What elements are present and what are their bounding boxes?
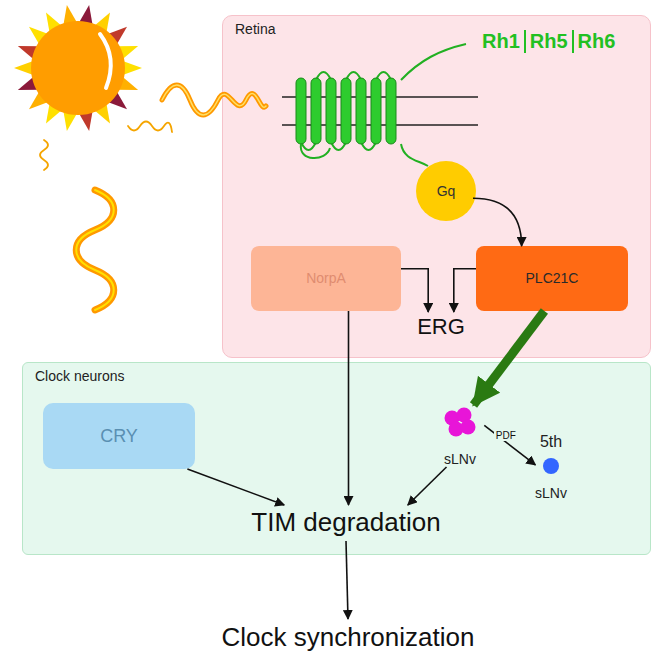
sun-disc	[31, 21, 125, 115]
node-text: Gq	[437, 183, 456, 199]
connector-arrow	[408, 467, 447, 505]
node-text: PLC21C	[526, 270, 579, 286]
node-text: sLNv	[444, 451, 476, 467]
helix	[296, 78, 306, 144]
region-box: Clock neuronsCRY sLNv 5th sLNvTIM degradati…	[22, 362, 651, 555]
neuron-soma	[543, 458, 559, 474]
receptor-tail	[401, 44, 466, 80]
receptor-label: Rh1	[478, 30, 524, 53]
neuron-soma	[461, 420, 476, 435]
helix	[371, 78, 381, 144]
light-wave	[40, 140, 48, 170]
connector-arrow	[454, 269, 476, 312]
connector-arrow	[484, 425, 535, 465]
helix	[311, 78, 321, 144]
connector-arrow	[346, 541, 348, 619]
process-box: NorpA	[251, 246, 401, 311]
node-text: NorpA	[306, 270, 346, 286]
process-text: TIM degradation	[243, 505, 449, 541]
node-text: Clock neurons	[35, 368, 125, 384]
receptor-helices	[296, 72, 396, 150]
receptor-loop	[301, 144, 330, 158]
light-wave	[76, 190, 114, 310]
receptor-link	[401, 144, 428, 166]
light-wave	[162, 85, 266, 115]
node-text: TIM degradation	[251, 508, 440, 538]
signal-arrow	[474, 311, 545, 405]
light-wave	[128, 122, 172, 133]
node-text: 5th	[540, 433, 562, 451]
sun-highlight	[100, 34, 111, 88]
helix	[386, 78, 396, 144]
receptor-label: Rh6	[572, 30, 620, 53]
sun-rays	[14, 5, 142, 131]
receptor-label: Rh5	[524, 30, 572, 53]
node-text: Clock synchronization	[222, 623, 475, 653]
region-box: RetinaGqNorpA PLC21C ERG	[222, 15, 651, 358]
node-text: CRY	[100, 426, 138, 447]
neuron-dot: 5th sLNv	[525, 433, 577, 501]
process-box: PLC21C	[476, 246, 628, 311]
helix	[356, 78, 366, 144]
outcome-text: Clock synchronization	[214, 619, 483, 657]
connector-arrow	[401, 269, 428, 312]
helix	[326, 78, 336, 144]
light-waves	[40, 85, 266, 310]
rhodopsin-receptor	[282, 44, 478, 166]
connector-arrow	[348, 311, 350, 505]
node-text: sLNv	[535, 485, 567, 501]
readout-text: ERG	[409, 312, 473, 342]
connector-arrow	[187, 469, 284, 505]
light-wave	[76, 190, 114, 310]
node-text: Retina	[235, 21, 275, 37]
process-box: CRY	[43, 403, 195, 469]
helix	[341, 78, 351, 144]
node-text: ERG	[417, 314, 465, 339]
light-wave	[162, 85, 266, 115]
connector-arrow	[473, 198, 522, 246]
receptor-label-group: Rh1Rh5Rh6	[478, 30, 619, 53]
protein-circle: Gq	[416, 161, 476, 221]
circle-fill	[416, 161, 476, 221]
edge-label: PDF	[494, 430, 518, 441]
neuron-cluster: sLNv	[433, 405, 487, 467]
